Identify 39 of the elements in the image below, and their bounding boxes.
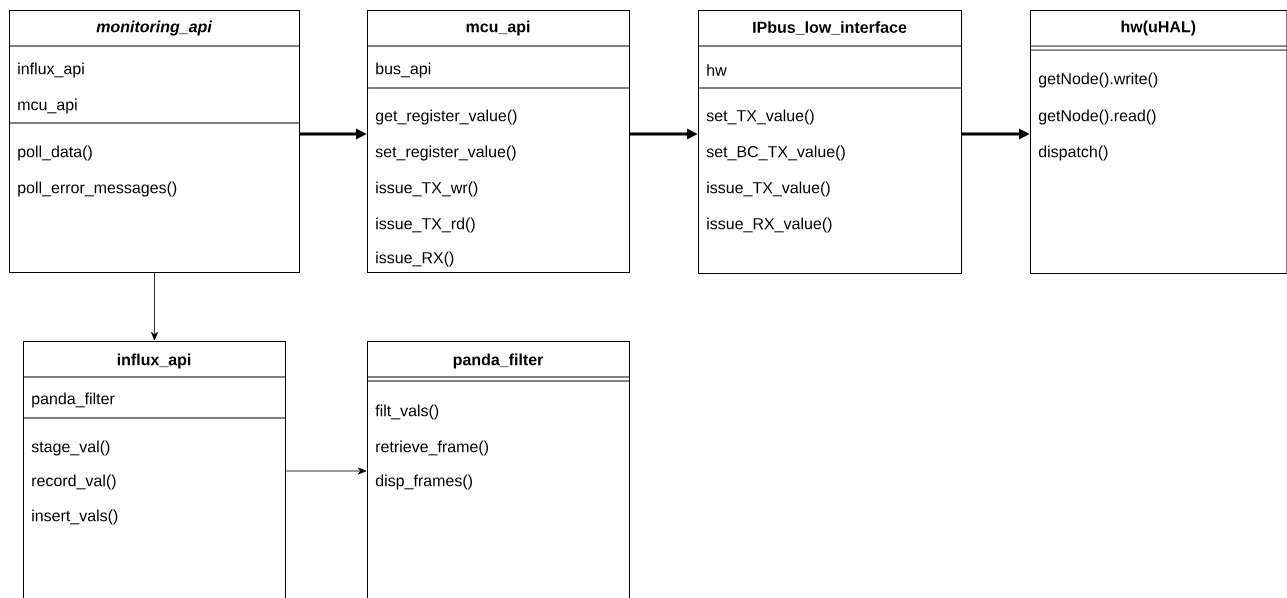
member-text: issue_TX_wr() xyxy=(376,181,478,197)
class-title: mcu_api xyxy=(466,20,530,36)
member-text: issue_RX_value() xyxy=(707,217,832,233)
class-box xyxy=(1029,10,1287,274)
class-box xyxy=(366,10,630,273)
member-text: getNode().read() xyxy=(1038,109,1156,125)
member-text: set_BC_TX_value() xyxy=(706,145,845,161)
member-text: bus_api xyxy=(376,62,431,78)
class-title: influx_api xyxy=(117,353,191,369)
member-text: set_TX_value() xyxy=(706,109,814,125)
class-box xyxy=(366,341,630,598)
class-box xyxy=(8,10,300,273)
member-text: hw xyxy=(707,64,727,76)
class-title: hw(uHAL) xyxy=(1121,20,1196,36)
class-box xyxy=(22,341,286,598)
member-text: retrieve_frame() xyxy=(376,440,488,456)
member-text: stage_val() xyxy=(31,440,110,456)
class-title: panda_filter xyxy=(453,353,544,369)
member-text: record_val() xyxy=(32,474,116,490)
class-box xyxy=(697,10,962,274)
member-text: poll_data() xyxy=(18,145,92,161)
member-text: influx_api xyxy=(18,62,84,78)
member-text: issue_RX() xyxy=(376,251,454,267)
member-text: issue_TX_value() xyxy=(707,181,830,197)
member-text: disp_frames() xyxy=(375,474,472,490)
member-text: issue_TX_rd() xyxy=(376,217,475,233)
arrow xyxy=(285,467,367,475)
member-text: panda_filter xyxy=(32,392,115,408)
arrow xyxy=(151,272,158,341)
member-text: dispatch() xyxy=(1038,145,1108,161)
member-text: mcu_api xyxy=(18,98,77,114)
member-text: filt_vals() xyxy=(375,404,439,420)
member-text: get_register_value() xyxy=(375,109,517,125)
member-text: getNode().write() xyxy=(1038,72,1158,88)
member-text: poll_error_messages() xyxy=(18,181,177,197)
class-title: monitoring_api xyxy=(96,20,213,36)
class-title: IPbus_low_interface xyxy=(753,21,907,35)
member-text: insert_vals() xyxy=(32,509,118,525)
member-text: set_register_value() xyxy=(375,145,516,161)
